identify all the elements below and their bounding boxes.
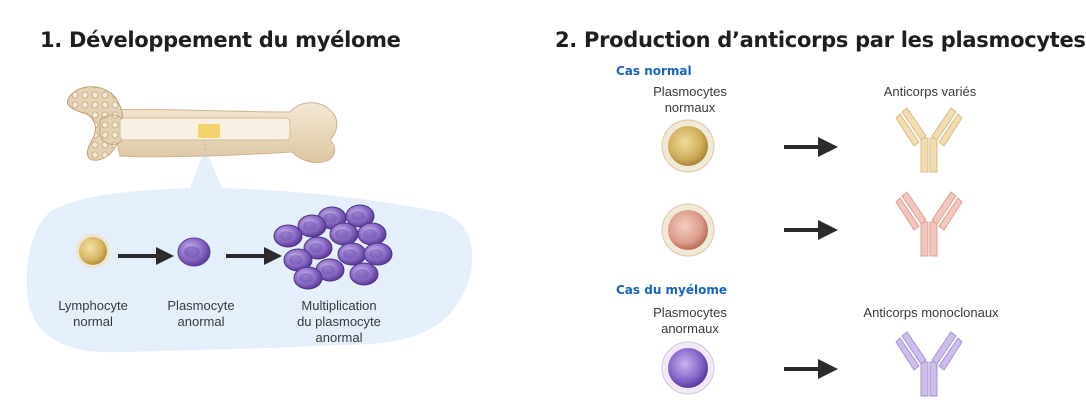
label-line: du plasmocyte: [297, 314, 381, 329]
antibody-yellow-icon: [895, 107, 963, 173]
normal-case-heading: Cas normal: [616, 64, 692, 78]
varied-antibodies-label: Anticorps variés: [883, 84, 977, 99]
multiplication-label: Multiplication du plasmocyte anormal: [284, 298, 394, 346]
antibody-purple-icon: [895, 331, 963, 397]
abnormal-plasmocytes-label: Plasmocytes anormaux: [640, 305, 740, 337]
marrow-zoom-blob: [26, 148, 473, 353]
label-line: Plasmocytes: [653, 84, 727, 99]
arrow-right-icon: [226, 247, 282, 265]
myeloma-case-heading: Cas du myélome: [616, 283, 727, 297]
label-line: normaux: [664, 100, 716, 115]
normal-plasmocyte-pink-cell: [661, 203, 715, 257]
abnormal-plasmocyte-cell: [177, 237, 211, 267]
label-line: Plasmocytes: [653, 305, 727, 320]
label-line: anormaux: [661, 321, 719, 336]
abnormal-plasmocyte-label: Plasmocyte anormal: [156, 298, 246, 330]
abnormal-plasmocyte-purple-cell: [661, 341, 715, 395]
arrow-right-icon: [784, 359, 838, 379]
lymphocyte-normal-cell: [76, 234, 110, 268]
lymphocyte-normal-label: Lymphocyte normal: [48, 298, 138, 330]
arrow-right-icon: [118, 247, 174, 265]
arrow-right-icon: [784, 220, 838, 240]
label-line: Multiplication: [301, 298, 377, 313]
section2-title: 2. Production d’anticorps par les plasmo…: [555, 28, 1086, 52]
plasmocyte-cluster: [273, 204, 393, 290]
label-line: anormal: [315, 330, 363, 345]
monoclonal-antibodies-label: Anticorps monoclonaux: [863, 305, 999, 320]
antibody-pink-icon: [895, 191, 963, 257]
arrow-right-icon: [784, 137, 838, 157]
label-line: anormal: [177, 314, 225, 329]
normal-plasmocyte-yellow-cell: [661, 119, 715, 173]
normal-plasmocytes-label: Plasmocytes normaux: [640, 84, 740, 116]
label-line: Lymphocyte: [58, 298, 128, 313]
label-line: Plasmocyte: [167, 298, 235, 313]
label-line: normal: [73, 314, 113, 329]
section1-title: 1. Développement du myélome: [40, 28, 401, 52]
bone-illustration: [26, 86, 473, 353]
